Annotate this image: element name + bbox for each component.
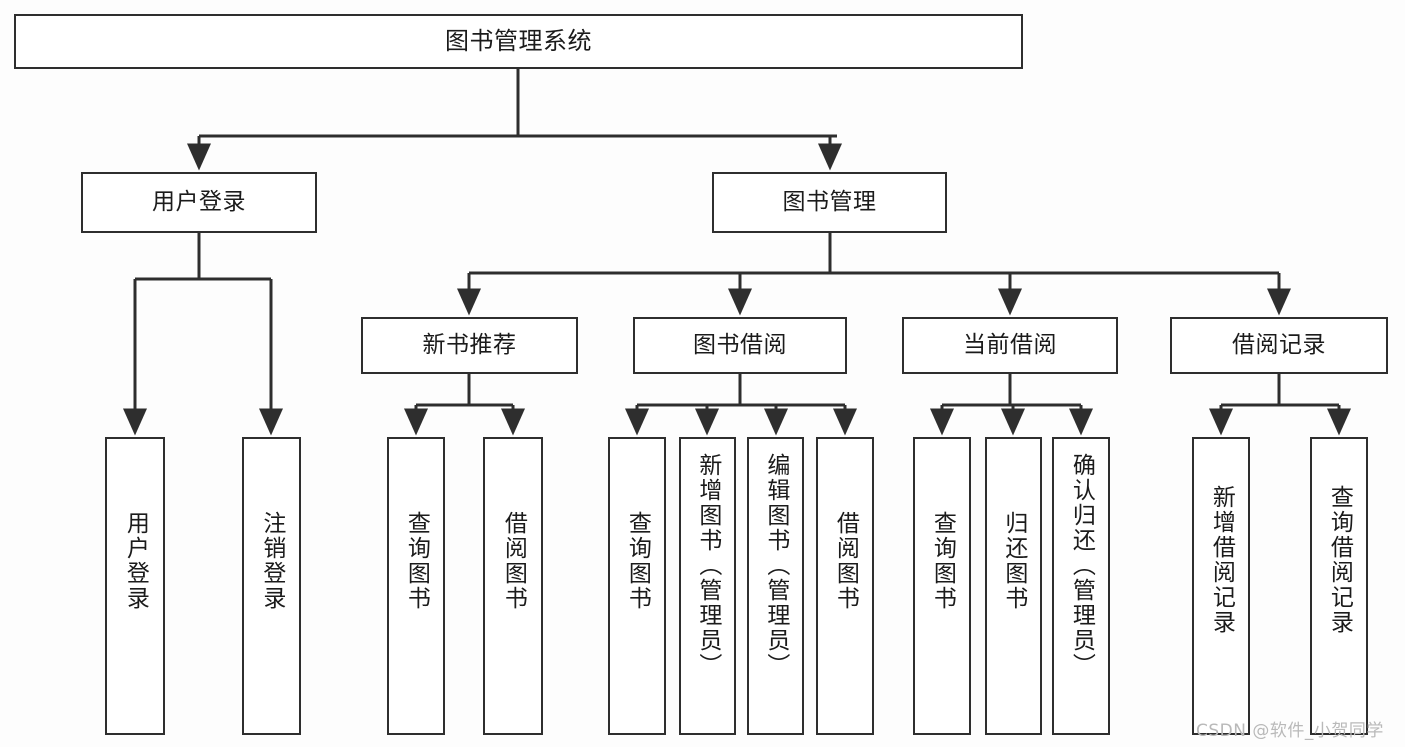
node-leaf-confirm-return-admin[interactable]: 确认归还（管理员） (1052, 437, 1110, 735)
node-new-book-recommend-label: 新书推荐 (422, 332, 517, 359)
node-book-manage[interactable]: 图书管理 (712, 172, 947, 233)
node-leaf-user-login[interactable]: 用户登录 (105, 437, 165, 735)
node-leaf-rec-borrow-book[interactable]: 借阅图书 (483, 437, 543, 735)
node-book-borrow-label: 图书借阅 (693, 332, 787, 359)
node-leaf-rec-query-book[interactable]: 查询图书 (387, 437, 445, 735)
node-leaf-return-book[interactable]: 归还图书 (985, 437, 1042, 735)
node-leaf-return-book-label: 归还图书 (1000, 511, 1027, 611)
node-leaf-edit-book-admin-label: 编辑图书（管理员） (762, 453, 789, 678)
node-leaf-cur-query-book[interactable]: 查询图书 (913, 437, 971, 735)
node-leaf-confirm-return-admin-label: 确认归还（管理员） (1068, 453, 1095, 678)
node-book-manage-label: 图书管理 (782, 189, 877, 216)
node-leaf-borrow-book[interactable]: 借阅图书 (816, 437, 874, 735)
node-leaf-borrow-query-book[interactable]: 查询图书 (608, 437, 666, 735)
node-leaf-query-borrow-record[interactable]: 查询借阅记录 (1310, 437, 1368, 735)
node-leaf-cur-query-book-label: 查询图书 (929, 511, 956, 611)
node-leaf-add-borrow-record[interactable]: 新增借阅记录 (1192, 437, 1250, 735)
node-borrow-record[interactable]: 借阅记录 (1170, 317, 1388, 374)
node-leaf-add-borrow-record-label: 新增借阅记录 (1208, 485, 1235, 635)
node-user-login-label: 用户登录 (152, 189, 246, 216)
node-leaf-add-book-admin[interactable]: 新增图书（管理员） (679, 437, 736, 735)
node-current-borrow[interactable]: 当前借阅 (902, 317, 1118, 374)
node-leaf-borrow-book-label: 借阅图书 (832, 511, 859, 611)
node-root[interactable]: 图书管理系统 (14, 14, 1023, 69)
node-leaf-add-book-admin-label: 新增图书（管理员） (694, 453, 721, 678)
node-leaf-rec-query-book-label: 查询图书 (403, 511, 430, 611)
node-leaf-user-login-label: 用户登录 (122, 511, 149, 611)
node-leaf-rec-borrow-book-label: 借阅图书 (500, 511, 527, 611)
node-borrow-record-label: 借阅记录 (1232, 332, 1326, 359)
node-root-label: 图书管理系统 (445, 26, 592, 55)
node-new-book-recommend[interactable]: 新书推荐 (361, 317, 578, 374)
node-book-borrow[interactable]: 图书借阅 (633, 317, 847, 374)
node-leaf-user-logout-label: 注销登录 (258, 511, 285, 611)
node-leaf-query-borrow-record-label: 查询借阅记录 (1326, 485, 1353, 635)
node-leaf-edit-book-admin[interactable]: 编辑图书（管理员） (747, 437, 804, 735)
node-leaf-user-logout[interactable]: 注销登录 (242, 437, 301, 735)
csdn-watermark: CSDN @软件_小贺同学 (1196, 721, 1384, 741)
node-current-borrow-label: 当前借阅 (963, 332, 1057, 359)
node-leaf-borrow-query-book-label: 查询图书 (624, 511, 651, 611)
node-user-login[interactable]: 用户登录 (81, 172, 317, 233)
